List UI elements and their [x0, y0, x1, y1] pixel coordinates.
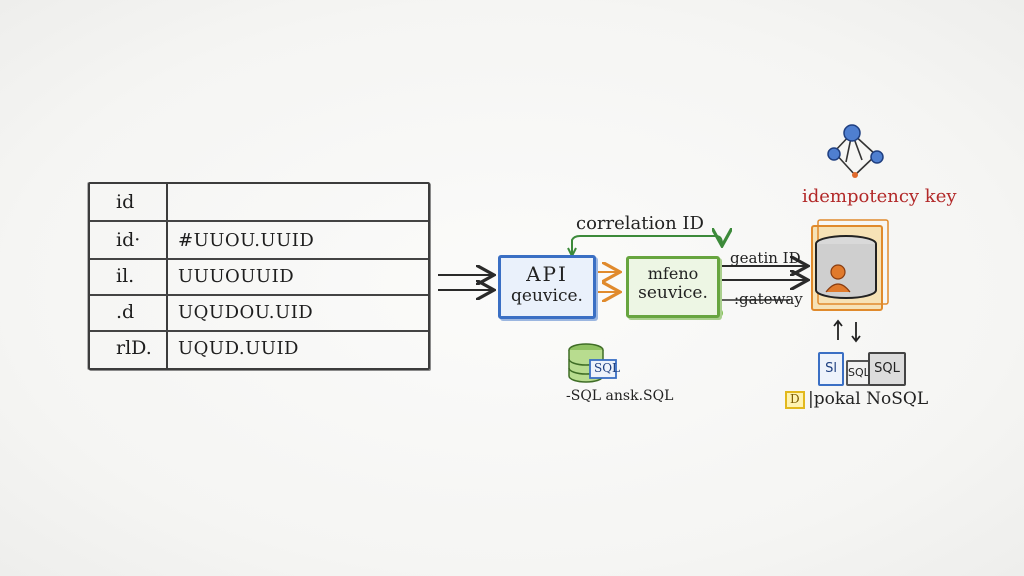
correlation-bracket [571, 236, 722, 256]
table-row: il. UUUOUUID [90, 258, 428, 296]
api-service-box: API qeuvice. [498, 255, 596, 319]
api-box-title: API [526, 262, 568, 286]
nosql-chip-right-text: SQL [874, 361, 900, 376]
table-row: .d UQUDOU.UID [90, 294, 428, 332]
sql-caption: -SQL ansk.SQL [566, 388, 674, 404]
table-row: id [90, 184, 428, 222]
table-key-cell: id [116, 191, 135, 213]
nosql-chip-left: Sl [818, 352, 844, 386]
table-value-cell: UUUOUUID [178, 266, 295, 287]
table-row: rlD. UQUD.UUID [90, 330, 428, 366]
table-key-cell: .d [116, 301, 135, 323]
table-value-cell: #UUOU.UUID [178, 230, 315, 251]
gateway-label: :gateway [734, 290, 803, 308]
bidirectional-arrow-icon [833, 319, 861, 343]
table-value-cell: UQUDOU.UID [178, 302, 314, 323]
yellow-chip-icon [785, 391, 805, 409]
table-row: id· #UUOU.UUID [90, 222, 428, 260]
table-column-divider [166, 184, 168, 368]
api-box-subtitle: qeuvice. [511, 286, 583, 306]
right-top-label: geatin ID [730, 249, 801, 267]
person-icon [825, 264, 851, 293]
nosql-caption: |pokal NoSQL [808, 389, 929, 409]
service-to-db-arrows [716, 266, 806, 301]
service-box-subtitle: seuvice. [638, 283, 708, 303]
table-key-cell: il. [116, 265, 135, 287]
network-graph-icon [827, 124, 884, 178]
api-to-service-arrows [594, 272, 618, 292]
service-box-title: mfeno [647, 264, 699, 283]
sql-chip [589, 359, 617, 379]
nosql-chip-mid: SQL [846, 360, 870, 386]
nosql-chip-left-text: Sl [825, 361, 837, 376]
nosql-caption-prefix: D [790, 392, 800, 406]
table-to-api-arrows [438, 275, 492, 290]
database-cylinder-icon [811, 219, 889, 311]
table-key-cell: id· [116, 229, 141, 251]
nosql-chip-mid-text: SQL [848, 366, 870, 379]
nosql-chip-right: SQL [868, 352, 906, 386]
sql-chip-label: SQL [594, 361, 621, 375]
idempotency-key-label: idempotency key [802, 186, 957, 207]
id-table: id id· #UUOU.UUID il. UUUOUUID .d UQUDOU… [88, 182, 430, 370]
table-value-cell: UQUD.UUID [178, 338, 299, 359]
correlation-id-label: correlation ID [576, 213, 704, 234]
micro-service-box: mfeno seuvice. [626, 256, 720, 318]
table-key-cell: rlD. [116, 337, 152, 359]
